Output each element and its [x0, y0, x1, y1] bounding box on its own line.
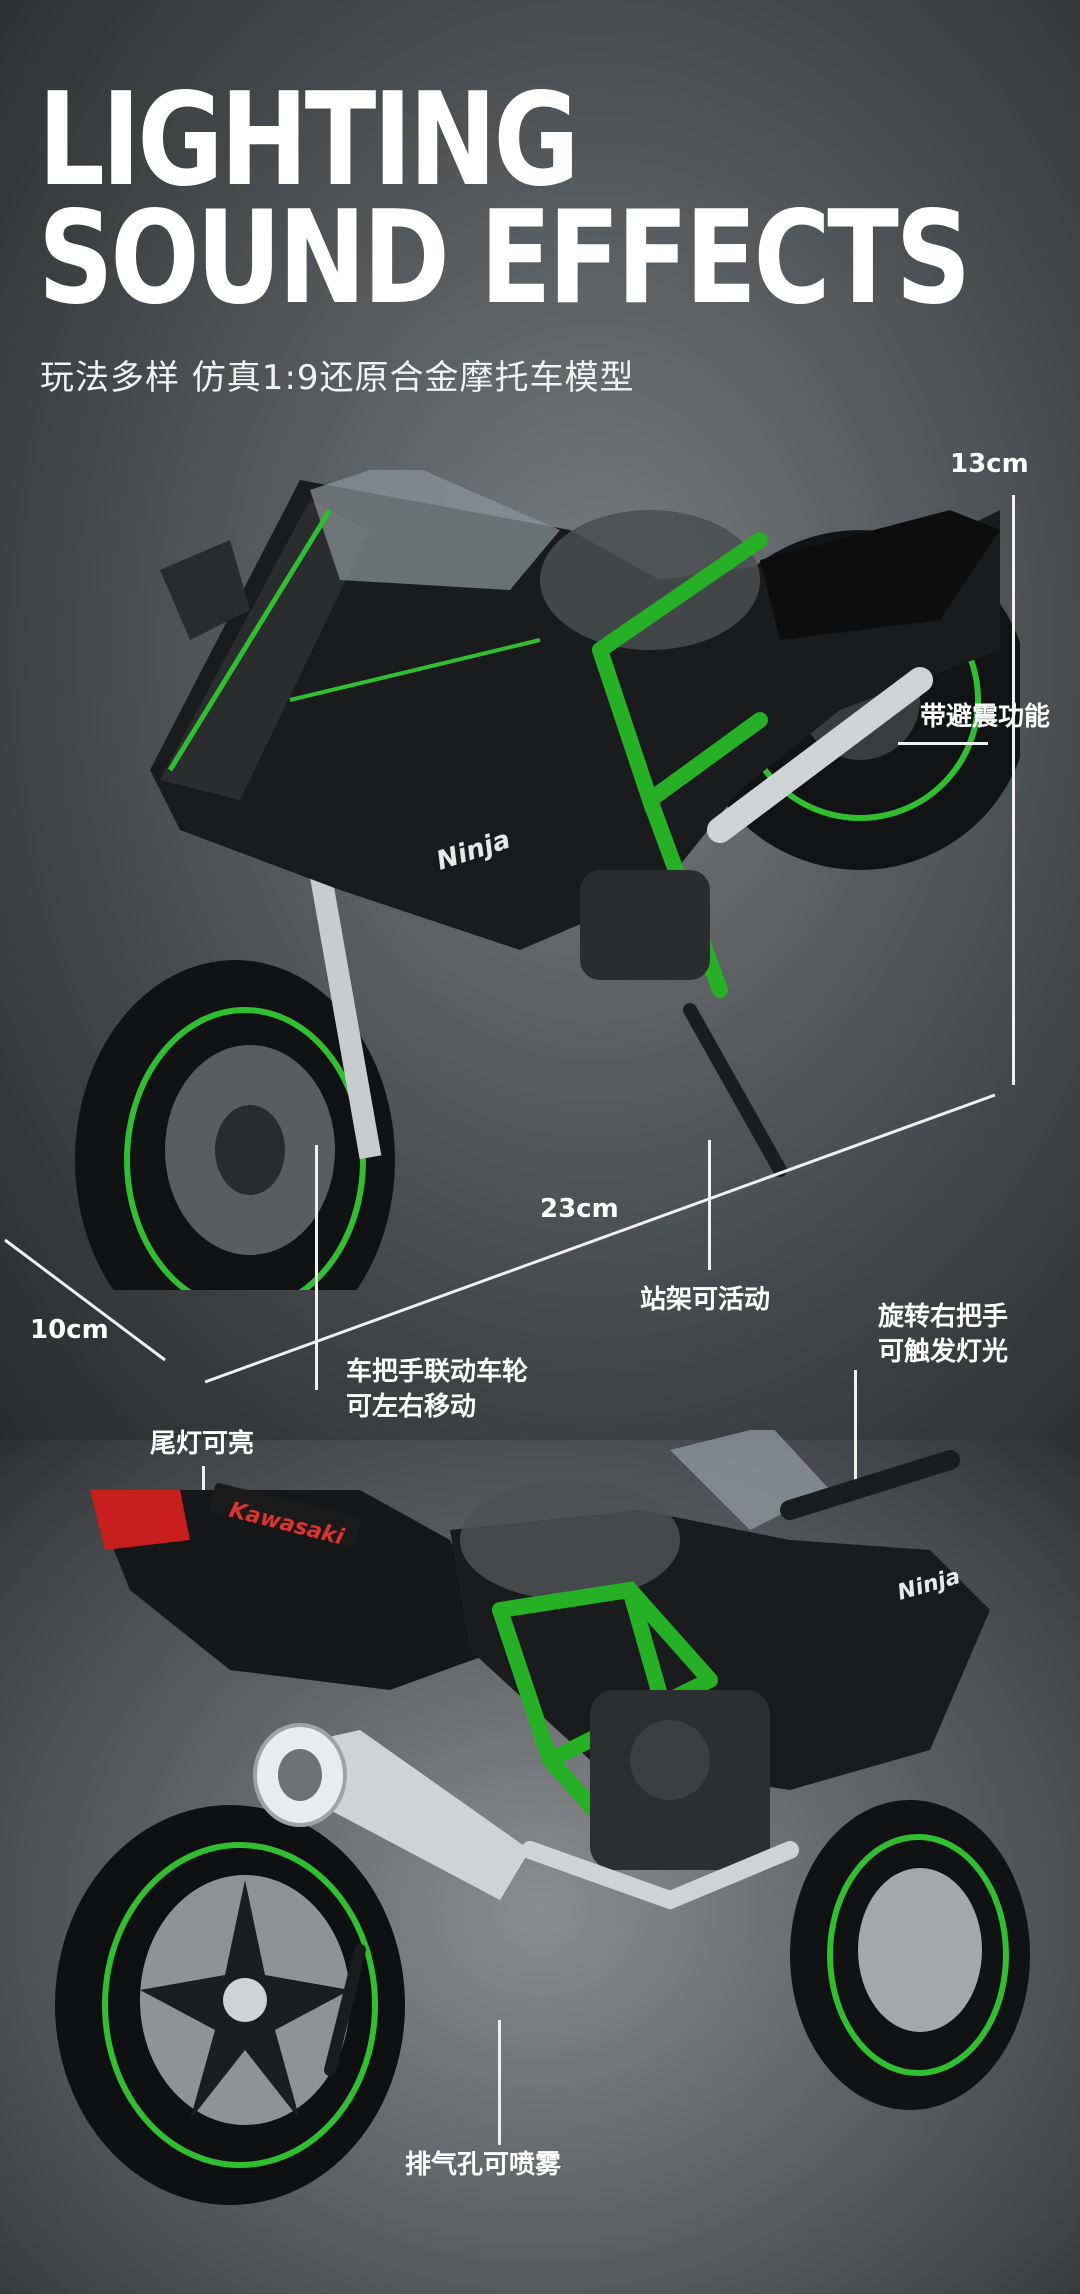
- height-label: 13cm: [950, 449, 1029, 479]
- exhaust-pointer-line: [498, 2020, 501, 2145]
- subtitle: 玩法多样 仿真1:9还原合金摩托车模型: [40, 358, 635, 398]
- shock-pointer-line: [898, 742, 988, 745]
- taillight-pointer-line: [202, 1466, 205, 1498]
- headline-line-1: LIGHTING: [38, 66, 580, 215]
- steering-pointer-line: [315, 1145, 318, 1390]
- shock-feature-label: 带避震功能: [920, 702, 1051, 732]
- motorcycle-front-view: Ninja: [75, 470, 1020, 1290]
- stand-feature-label: 站架可活动: [640, 1285, 771, 1315]
- headline: LIGHTING SOUND EFFECTS: [38, 66, 971, 333]
- length-label: 23cm: [540, 1194, 619, 1224]
- exhaust-feature-label: 排气孔可喷雾: [405, 2150, 562, 2180]
- headline-line-2: SOUND EFFECTS: [38, 184, 971, 333]
- steering-feature-label-2: 可左右移动: [346, 1392, 477, 1422]
- width-dimension-line: [4, 1238, 166, 1362]
- width-label: 10cm: [30, 1315, 109, 1345]
- length-dimension-line: [204, 1093, 996, 1384]
- motorcycle-rear-view: Kawasaki Ninja: [55, 1430, 1030, 2205]
- taillight-feature-label: 尾灯可亮: [150, 1429, 255, 1459]
- throttle-feature-label-2: 可触发灯光: [878, 1337, 1009, 1367]
- height-dimension-line: [1012, 495, 1015, 1085]
- steering-feature-label-1: 车把手联动车轮: [346, 1357, 529, 1387]
- throttle-pointer-line: [854, 1370, 857, 1490]
- throttle-feature-label-1: 旋转右把手: [878, 1302, 1009, 1332]
- stand-pointer-line: [708, 1140, 711, 1270]
